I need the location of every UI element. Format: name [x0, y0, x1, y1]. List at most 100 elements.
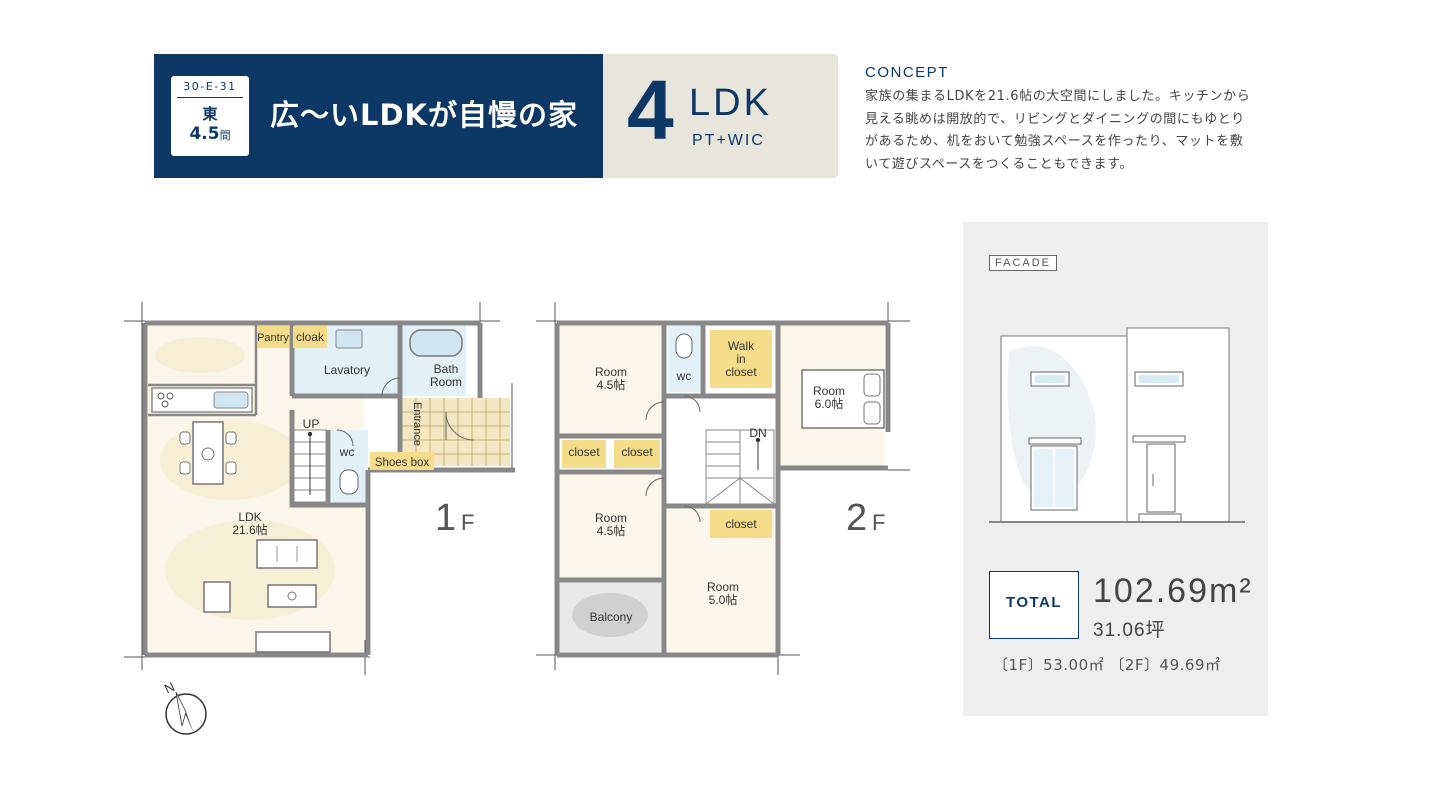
- total-area-unit: m²: [1209, 572, 1253, 610]
- floor-plan-1f: Pantry cloak Lavatory Bath Room UP wc En…: [124, 302, 515, 675]
- room-label-ldk-size: 21.6帖: [232, 522, 267, 537]
- layout-number: 4: [627, 63, 674, 157]
- room-label-pantry: Pantry: [257, 332, 289, 344]
- room-label-cloak: cloak: [296, 330, 325, 344]
- room-label-ldk: LDK: [238, 510, 261, 524]
- pillow: [863, 373, 881, 397]
- dining-chair: [179, 431, 191, 445]
- stove-burner: [166, 392, 174, 400]
- kitchen-sink: [213, 391, 249, 409]
- room-label-balcony: Balcony: [590, 610, 633, 624]
- floor-label-2f-number: 2: [846, 497, 867, 539]
- facade-patio-glass: [1034, 449, 1053, 507]
- concept-line: 家族の集まるLDKを21.6帖の大空間にしました。キッチンから: [865, 89, 1251, 104]
- room-b-floor: [558, 474, 662, 578]
- room-label-room-b-size: 4.5帖: [597, 523, 626, 538]
- stairs-2f: [705, 429, 775, 505]
- floor-areas: 〔1F〕53.00㎡ 〔2F〕49.69㎡: [993, 656, 1221, 674]
- doors-1f: [336, 377, 475, 447]
- room-label-lavatory: Lavatory: [324, 363, 370, 377]
- closet-area: [562, 440, 606, 468]
- tv-board: [255, 631, 331, 653]
- layout-extras: PT+WIC: [692, 132, 765, 149]
- dining-chair: [179, 461, 191, 475]
- room-label-wic-closet: closet: [725, 365, 757, 379]
- lot-direction: 東: [202, 105, 218, 123]
- stove-burner: [157, 392, 165, 400]
- compass-label: N: [162, 679, 177, 697]
- facade-panel: FACADE TOTAL 102.69m² 31.06坪 〔1F〕53.00㎡ …: [963, 222, 1268, 716]
- toilet: [675, 333, 693, 359]
- dining-chair: [225, 431, 237, 445]
- room-label-wic-in: in: [736, 352, 745, 366]
- room-label-room-b: Room: [595, 511, 627, 525]
- facade-canopy: [1028, 437, 1082, 445]
- total-label: TOTAL: [1005, 594, 1063, 611]
- stair-label-dn: DN: [749, 426, 766, 440]
- room-label-room-c: Room: [707, 580, 739, 594]
- sofa: [256, 539, 318, 569]
- facade-front-door: [1146, 443, 1176, 513]
- room-label-closet: closet: [568, 445, 600, 459]
- room-label-room-c-size: 5.0帖: [709, 592, 738, 607]
- pillow: [863, 401, 881, 425]
- washbasin: [335, 329, 363, 349]
- floor-label-1f-letter: F: [461, 510, 474, 535]
- cloak-area: [293, 326, 327, 348]
- lot-badge: 30-E-31 東 4.5間: [171, 76, 249, 156]
- badge-divider: [177, 97, 243, 98]
- facade-entry-canopy: [1132, 435, 1186, 443]
- total-area-value: 102.69: [1093, 572, 1209, 610]
- total-badge: TOTAL: [989, 571, 1079, 639]
- concept-line: いて遊びスペースをつくることもできます。: [865, 156, 1133, 172]
- layout-type: LDK: [689, 82, 772, 124]
- toilet: [339, 469, 359, 495]
- balcony-shade: [572, 593, 648, 637]
- total-tsubo: 31.06坪: [1093, 620, 1166, 641]
- concept-title: CONCEPT: [865, 64, 949, 81]
- inner-walls-1f: [148, 323, 258, 417]
- coffee-table: [267, 584, 317, 608]
- frontage-unit: 間: [219, 129, 231, 142]
- room-label-room-a: Room: [595, 365, 627, 379]
- kitchen-tint: [155, 337, 245, 373]
- page-title: 広〜いLDKが自慢の家: [270, 98, 579, 132]
- room-label-wc: wc: [339, 445, 355, 459]
- facade-steps: [1138, 513, 1182, 523]
- armchair: [203, 581, 231, 613]
- room-label-bath: Bath: [434, 362, 459, 376]
- facade-patio-glass: [1055, 449, 1074, 507]
- floor-label-1f-number: 1: [435, 497, 456, 539]
- total-area: 102.69m²: [1093, 572, 1253, 611]
- room-label-wic-walk: Walk: [728, 339, 755, 353]
- pantry-area: [258, 326, 289, 348]
- dining-table: [192, 421, 224, 485]
- room-label-wc2: wc: [676, 369, 692, 383]
- north-compass-icon: N: [162, 679, 207, 735]
- lot-frontage: 4.5間: [171, 124, 249, 144]
- coffee-table-item: [287, 591, 297, 601]
- stair-label-up: UP: [303, 417, 320, 431]
- room-label-entrance: Entrance: [411, 402, 423, 446]
- walls-2f: [554, 320, 891, 658]
- banner-title-panel: 30-E-31 東 4.5間 広〜いLDKが自慢の家: [154, 54, 603, 178]
- layout-type-panel: 4 LDK PT+WIC: [603, 54, 838, 178]
- bathtub: [409, 329, 463, 357]
- room-label-closet: closet: [621, 445, 653, 459]
- doors-2f: [645, 395, 701, 523]
- facade-right-volume: [1126, 327, 1230, 523]
- room-label-room-d-size: 6.0帖: [815, 396, 844, 411]
- facade-window-glass: [1139, 375, 1179, 383]
- floor-plan-2f: Room 4.5帖 wc Walk in closet Room 6.0帖 cl…: [536, 302, 910, 675]
- concept-line: があるため、机をおいて勉強スペースを作ったり、マットを敷: [865, 134, 1244, 149]
- floor-plans: Pantry cloak Lavatory Bath Room UP wc En…: [124, 302, 910, 735]
- room-label-room-a-size: 4.5帖: [597, 377, 626, 392]
- dining-chair: [225, 461, 237, 475]
- closet-area: [710, 510, 772, 538]
- shoes-box: [370, 452, 434, 470]
- lot-code: 30-E-31: [183, 80, 237, 93]
- facade-elevation-drawing: [989, 327, 1245, 523]
- closet-area: [614, 440, 660, 468]
- table-flower: [201, 447, 215, 461]
- facade-tag: FACADE: [989, 255, 1058, 271]
